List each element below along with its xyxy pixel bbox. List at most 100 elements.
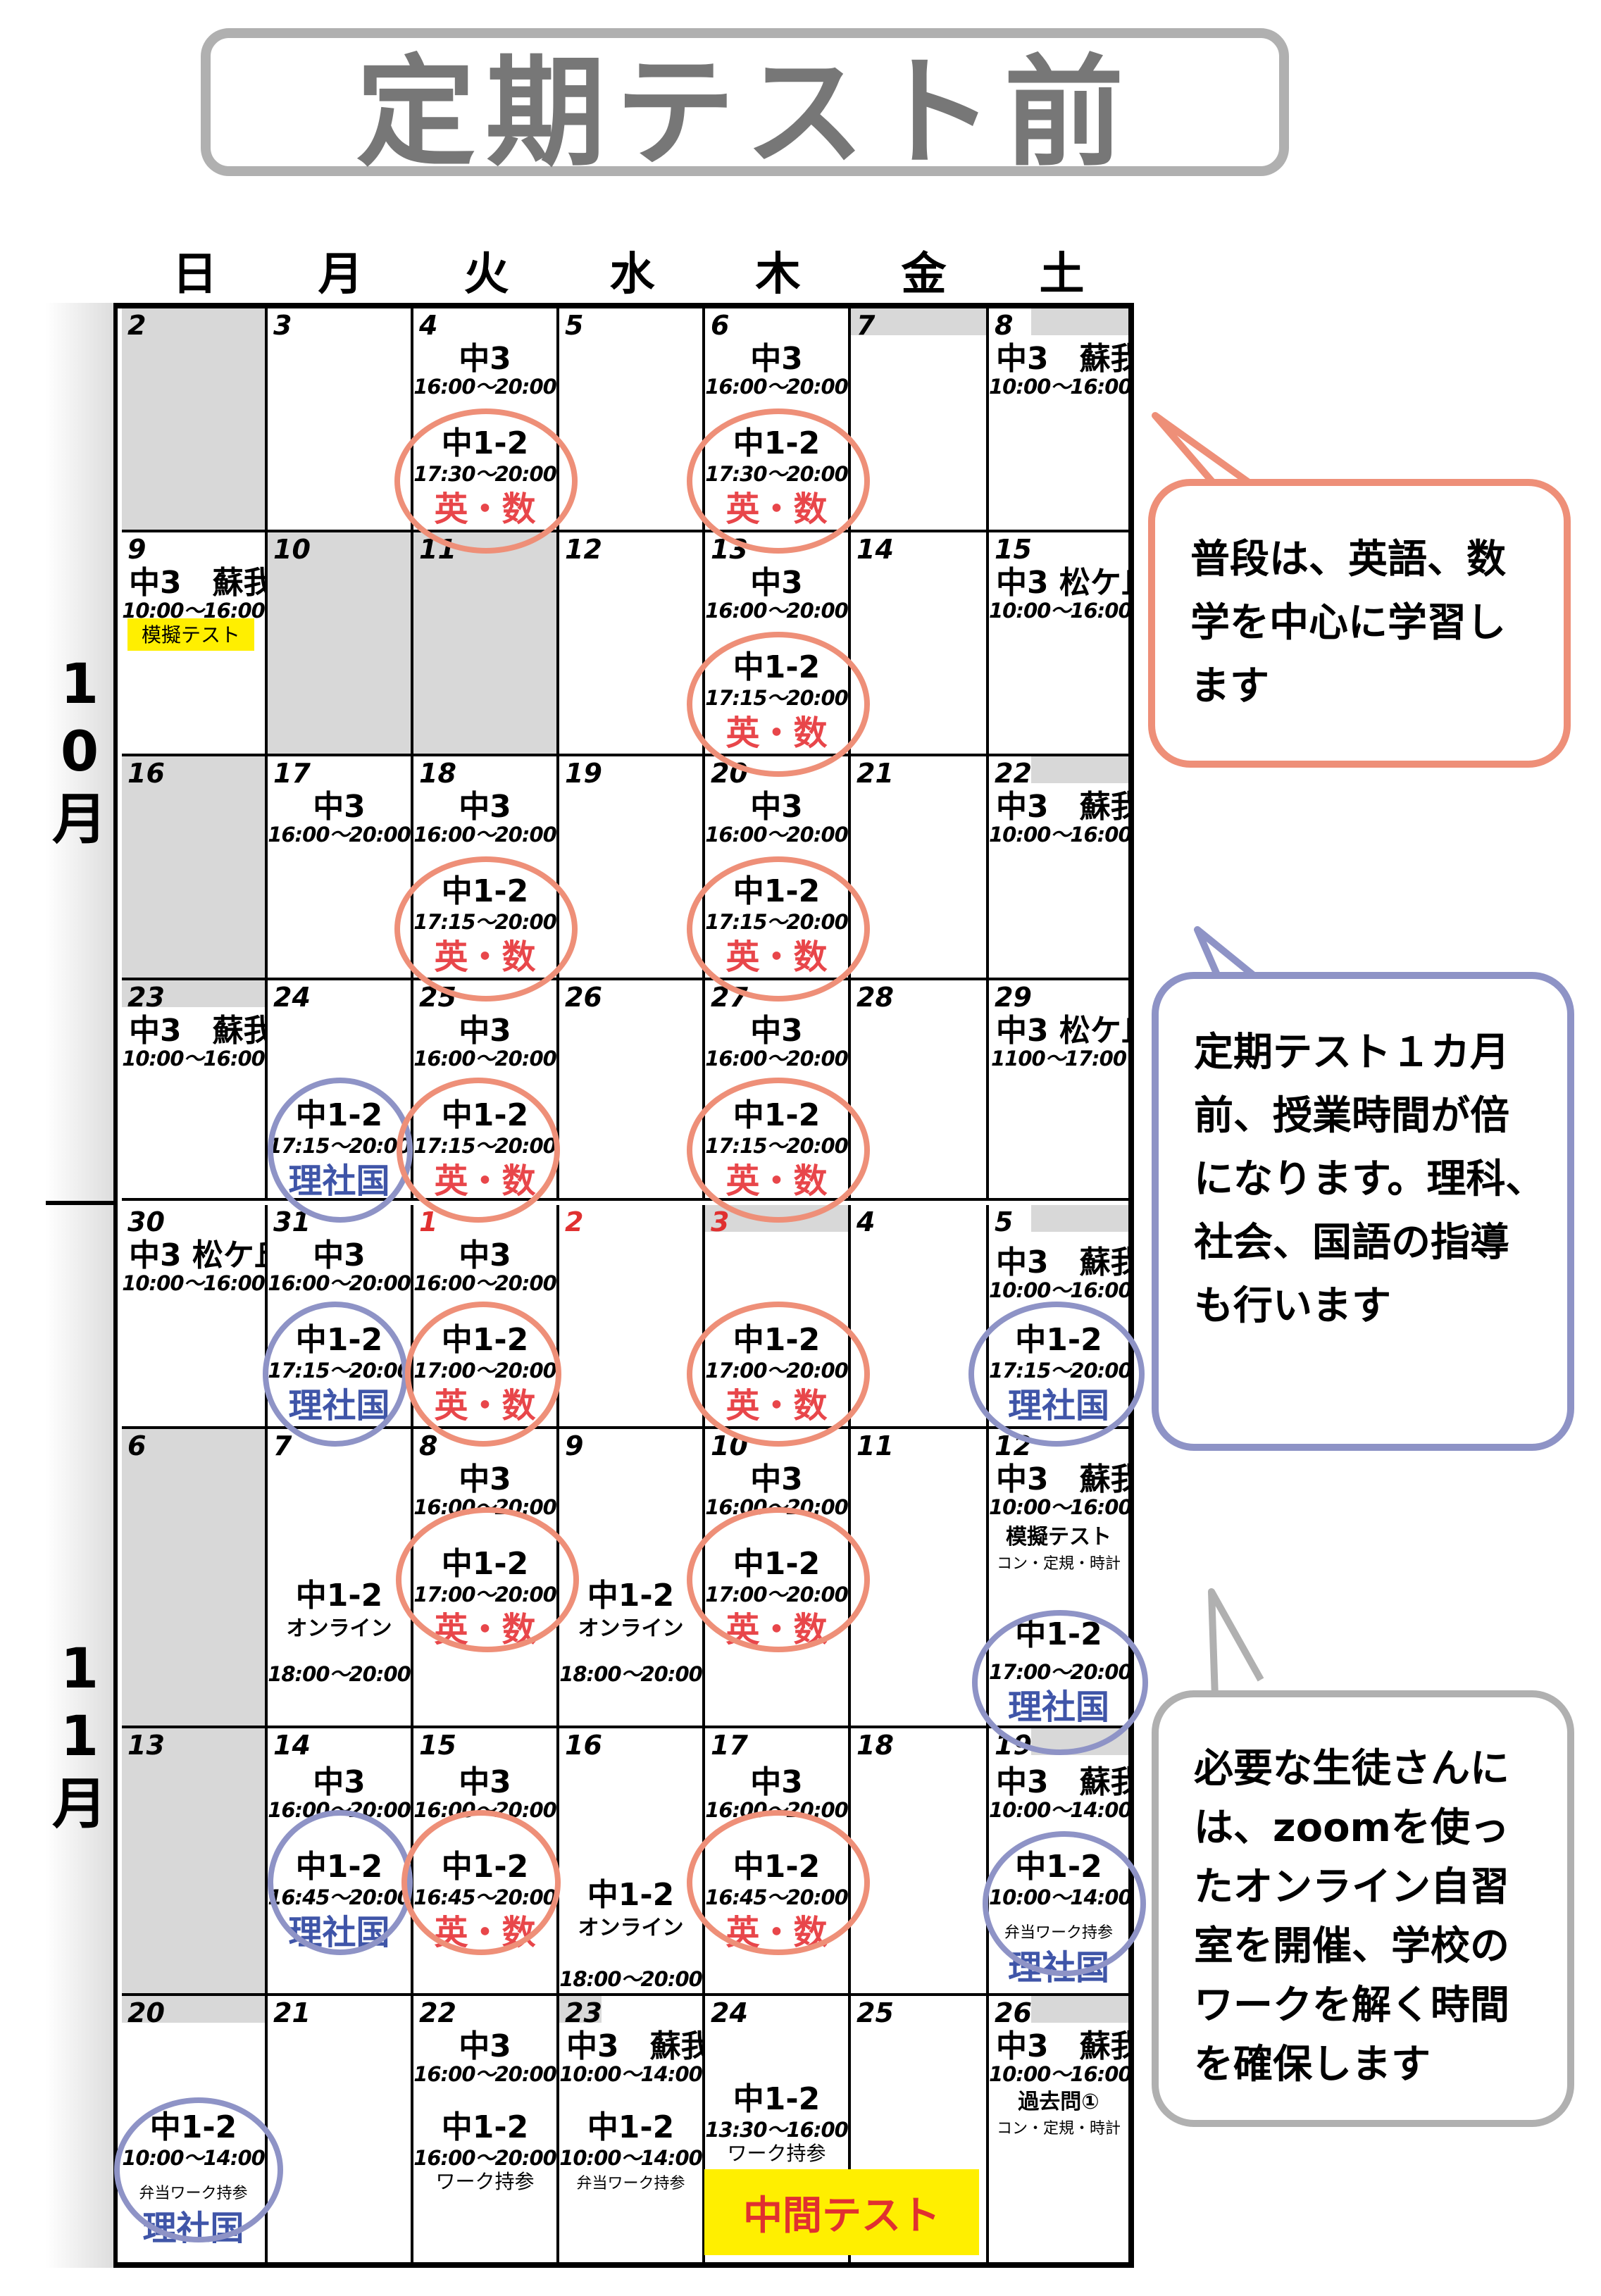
day-number: 2 xyxy=(565,1206,584,1237)
day-number: 2 xyxy=(127,310,147,341)
grade-label: 中3 xyxy=(313,1764,366,1800)
time-range: 16:45～20:00 xyxy=(268,1885,411,1909)
grade-label: 中3 xyxy=(459,1764,511,1800)
time-range: 16:00～20:00 xyxy=(413,2062,556,2086)
day-cell: 16 中1-2 オンライン 18:00～20:00 xyxy=(559,1728,705,1996)
month-char: 1 xyxy=(60,1637,99,1701)
grade-campus-label: 中3 蘇我 xyxy=(996,1764,1128,1800)
day-cell: 12 中3 蘇我 10:00～16:00 模擬テスト コン・定規・時計 中1-2… xyxy=(989,1429,1128,1728)
grade-label: 中1-2 xyxy=(1015,1849,1102,1885)
grade-label: 中1-2 xyxy=(441,1097,529,1133)
grade-label: 中1-2 xyxy=(149,2109,237,2145)
time-range: 16:45～20:00 xyxy=(413,1885,556,1909)
day-number: 25 xyxy=(856,1997,894,2028)
day-number: 17 xyxy=(711,1730,748,1761)
time-range: 10:00～16:00 xyxy=(122,1047,265,1071)
day-cell: 16 xyxy=(122,756,268,980)
time-range: 10:00～16:00 xyxy=(989,599,1128,623)
subject-science-social-japanese: 理社国 xyxy=(288,1386,390,1425)
subject-science-social-japanese: 理社国 xyxy=(1007,1386,1109,1425)
time-range: 10:00～16:00 xyxy=(989,1278,1128,1302)
day-cell: 13 xyxy=(122,1728,268,1996)
day-number: 15 xyxy=(995,534,1032,565)
grade-label: 中1-2 xyxy=(295,1097,383,1133)
day-number: 22 xyxy=(995,758,1032,789)
subject-english-math: 英・数 xyxy=(434,1161,536,1201)
day-cell: 9 中1-2 オンライン 18:00～20:00 xyxy=(559,1429,705,1728)
month-char: 1 xyxy=(60,652,99,716)
month-char: 月 xyxy=(51,1772,107,1836)
day-cell: 26 xyxy=(559,980,705,1201)
grade-campus-label: 中3 松ケ丘 xyxy=(996,1013,1128,1049)
time-range: 16:00～20:00 xyxy=(413,1271,556,1295)
day-cell: 7 中1-2 オンライン 18:00～20:00 xyxy=(268,1429,413,1728)
subject-english-math: 英・数 xyxy=(434,1386,536,1425)
time-range: 16:00～20:00 xyxy=(413,823,556,847)
grade-label: 中3 xyxy=(459,341,511,377)
time-range: 16:00～20:00 xyxy=(268,1271,411,1295)
grade-campus-label: 中3 松ケ丘 xyxy=(129,1237,265,1273)
speech-bubble-test-month: 定期テスト１カ月前、授業時間が倍になります。理科、社会、国語の指導も行います xyxy=(1152,972,1574,1451)
time-range: 10:00～16:00 xyxy=(989,1495,1128,1519)
time-range: 17:15～20:00 xyxy=(705,1134,848,1158)
time-range: 17:15～20:00 xyxy=(268,1359,411,1383)
day-cell: 14 中3 16:00～20:00 中1-2 16:45～20:00 理社国 xyxy=(268,1728,413,1996)
grade-label: 中3 xyxy=(313,789,366,825)
subject-english-math: 英・数 xyxy=(725,489,828,529)
grade-label: 中1-2 xyxy=(295,1322,383,1358)
day-number: 16 xyxy=(127,758,165,789)
day-number: 24 xyxy=(711,1997,748,2028)
month-november: 1 1 月 xyxy=(46,1201,118,2268)
bubble-text: 必要な生徒さんには、zoomを使ったオンライン自習室を開催、学校のワークを解く時… xyxy=(1194,1746,1509,2088)
grade-campus-label: 中3 蘇我 xyxy=(129,565,268,601)
grade-label: 中3 xyxy=(459,1237,511,1273)
time-range: 16:00～20:00 xyxy=(705,823,848,847)
time-range: 10:00～14:00 xyxy=(559,2062,702,2086)
subject-science-social-japanese: 理社国 xyxy=(1007,1687,1109,1727)
day-cell: 3 中1-2 17:00～20:00 英・数 xyxy=(705,1205,851,1429)
month-char: 1 xyxy=(60,1704,99,1768)
speech-bubble-online: 必要な生徒さんには、zoomを使ったオンライン自習室を開催、学校のワークを解く時… xyxy=(1152,1690,1574,2127)
time-range: 17:00～20:00 xyxy=(989,1660,1128,1684)
grade-label: 中1-2 xyxy=(1015,1322,1102,1358)
grade-label: 中1-2 xyxy=(441,1546,529,1582)
grade-label: 中3 xyxy=(750,1013,803,1049)
day-cell: 23 中3 蘇我 10:00～16:00 xyxy=(122,980,268,1201)
bento-work-note: 弁当ワーク持参 xyxy=(1004,1924,1113,1942)
mock-test-label: 模擬テスト xyxy=(141,623,240,647)
grade-campus-label: 中3 松ケ丘 xyxy=(996,565,1128,601)
time-range: 16:00～20:00 xyxy=(413,375,556,399)
time-range: 10:00～16:00 xyxy=(989,2062,1128,2086)
supplies-note: コン・定規・時計 xyxy=(996,2120,1121,2138)
day-number: 5 xyxy=(995,1206,1014,1237)
day-cell: 1 中3 16:00～20:00 中1-2 17:00～20:00 英・数 xyxy=(413,1205,559,1429)
day-cell: 4 中3 16:00～20:00 中1-2 17:30～20:00 英・数 xyxy=(413,308,559,532)
day-number: 9 xyxy=(565,1430,584,1461)
day-number: 6 xyxy=(711,310,730,341)
day-cell: 5 中3 蘇我 10:00～16:00 中1-2 17:15～20:00 理社国 xyxy=(989,1205,1128,1429)
day-cell: 19 xyxy=(559,756,705,980)
day-number: 8 xyxy=(995,310,1014,341)
bubble-text: 定期テスト１カ月前、授業時間が倍になります。理科、社会、国語の指導も行います xyxy=(1194,1030,1545,1329)
grade-label: 中1-2 xyxy=(295,1849,383,1885)
subject-english-math: 英・数 xyxy=(434,937,536,977)
bubble-text: 普段は、英語、数学を中心に学習します xyxy=(1190,537,1506,709)
day-cell: 2 xyxy=(122,308,268,532)
weekday-fri: 金 xyxy=(901,249,947,301)
subject-english-math: 英・数 xyxy=(725,1913,828,1952)
day-cell: 23 中3 蘇我 10:00～14:00 中1-2 10:00～14:00 弁当… xyxy=(559,1996,705,2262)
grade-label: 中3 xyxy=(750,341,803,377)
time-range: 10:00～14:00 xyxy=(122,2146,265,2170)
online-label: オンライン xyxy=(578,1616,684,1641)
subject-science-social-japanese: 理社国 xyxy=(288,1161,390,1201)
grade-label: 中3 xyxy=(750,1764,803,1800)
day-number: 23 xyxy=(127,982,165,1013)
grade-campus-label: 中3 蘇我 xyxy=(566,2028,705,2064)
subject-english-math: 英・数 xyxy=(725,1386,828,1425)
grade-label: 中3 xyxy=(313,1237,366,1273)
time-range: 17:00～20:00 xyxy=(705,1583,848,1606)
grade-label: 中1-2 xyxy=(441,425,529,461)
day-number: 10 xyxy=(273,534,311,565)
day-number: 19 xyxy=(995,1730,1032,1761)
time-range: 18:00～20:00 xyxy=(559,1662,702,1686)
